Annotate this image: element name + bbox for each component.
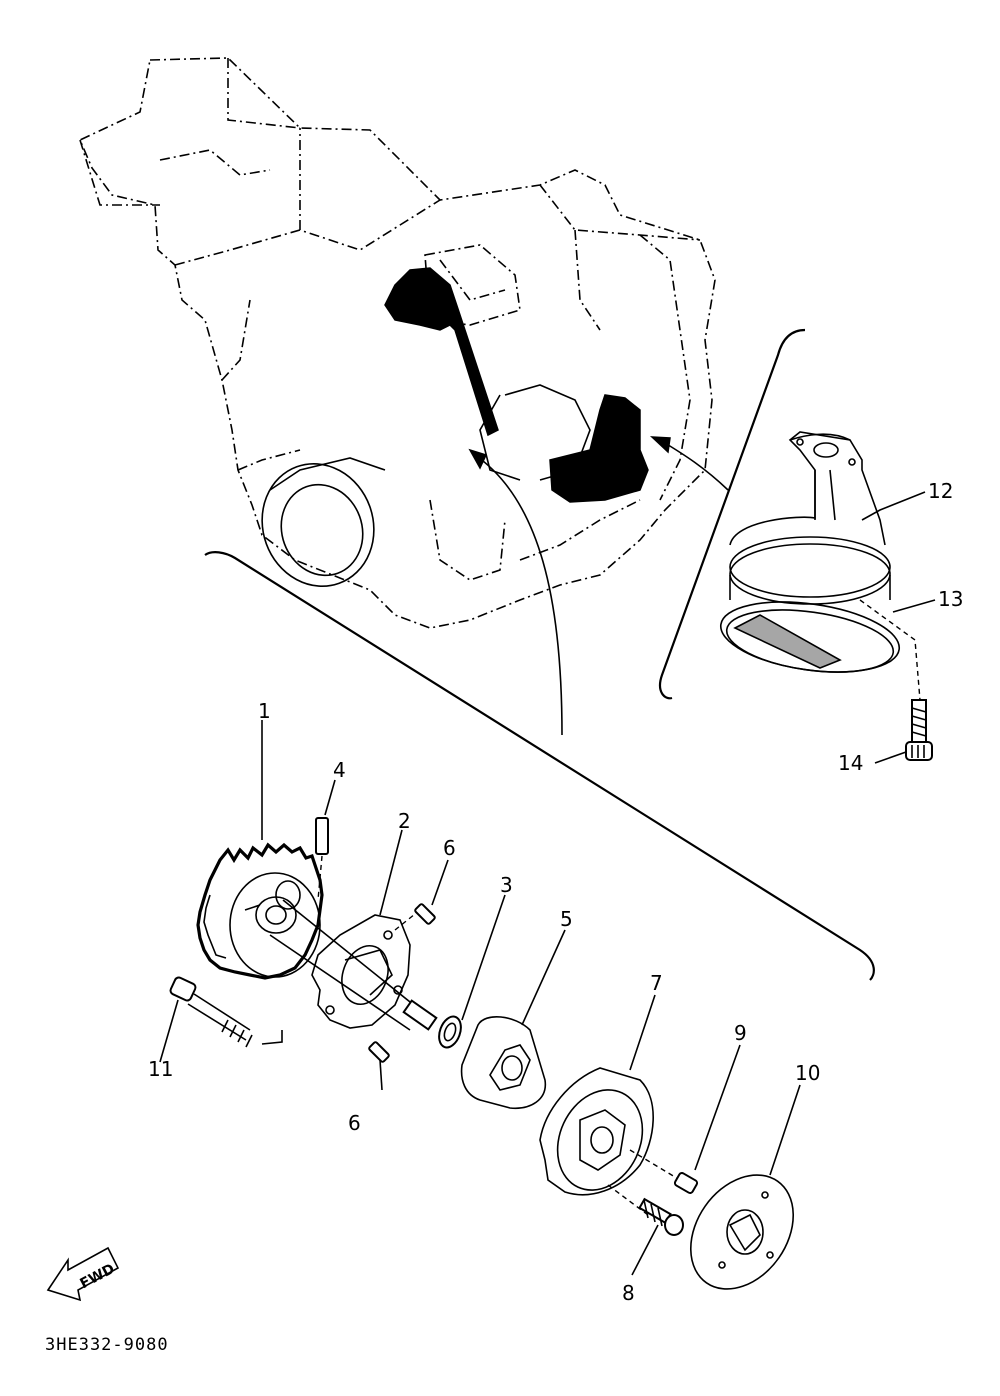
part-number-6-bottom: 6 (348, 1111, 361, 1135)
part-number-8: 8 (622, 1281, 635, 1305)
leader-lines-strainer (861, 491, 936, 764)
part-number-5: 5 (560, 907, 573, 931)
pump-shaft-pin-4 (315, 779, 336, 901)
inner-rotor-5 (460, 929, 566, 1109)
part-number-13: 13 (938, 587, 963, 611)
part-number-11: 11 (148, 1057, 173, 1081)
part-number-14: 14 (838, 751, 863, 775)
forward-direction-indicator: FWD (46, 1246, 120, 1302)
part-number-10: 10 (795, 1061, 820, 1085)
dowel-pin-9 (673, 1044, 741, 1194)
part-number-4: 4 (333, 758, 346, 782)
oil-seal-3 (438, 894, 506, 1049)
part-number-9: 9 (734, 1021, 747, 1045)
part-number-6-top: 6 (443, 836, 456, 860)
bolt-8 (631, 1197, 684, 1276)
bolt-11 (159, 976, 283, 1063)
part-number-1: 1 (258, 699, 271, 723)
part-number-12: 12 (928, 479, 953, 503)
diagram-reference-code: 3HE332-9080 (45, 1335, 169, 1355)
part-number-7: 7 (650, 971, 663, 995)
pump-housing-2 (311, 829, 421, 1029)
part-number-2: 2 (398, 809, 411, 833)
outer-rotor-housing-7 (539, 994, 681, 1216)
oil-strainer-assembly (719, 431, 933, 761)
group-bracket-lines (204, 328, 875, 981)
oil-pump-position-silhouette (384, 267, 649, 503)
fwd-label: FWD (78, 1261, 118, 1292)
installation-arrows (468, 436, 729, 736)
engine-block-outline (78, 57, 716, 629)
part-number-3: 3 (500, 873, 513, 897)
dowel-pins-6 (368, 859, 449, 1091)
pump-cover-plate-10 (689, 1084, 801, 1290)
oil-pump-gear-1 (196, 720, 438, 1031)
part-number-labels: 1 2 3 4 5 6 6 7 8 9 10 11 12 13 14 (148, 479, 963, 1305)
